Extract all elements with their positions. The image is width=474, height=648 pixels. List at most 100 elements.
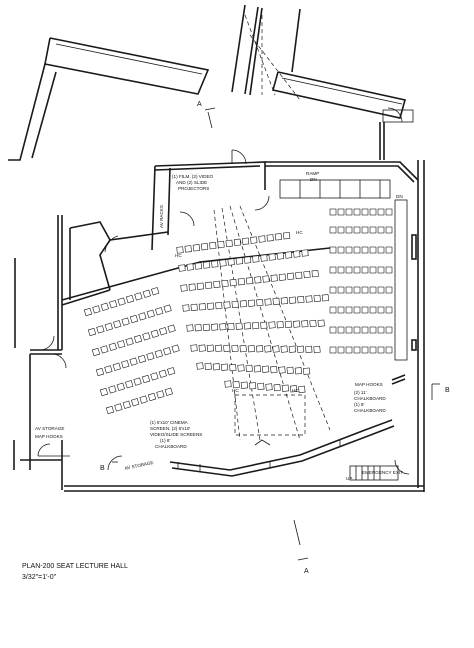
seat	[83, 307, 93, 317]
seat	[337, 208, 345, 216]
seat	[369, 266, 377, 274]
ramp-label: RAMP	[306, 171, 319, 176]
section-markers: A A B B	[100, 101, 450, 575]
seat	[353, 266, 361, 274]
hc-seat-label: HC	[292, 388, 299, 393]
seat	[353, 306, 361, 314]
seat	[281, 384, 290, 392]
seat	[265, 383, 273, 391]
seat	[116, 382, 125, 391]
seat	[247, 299, 256, 307]
seat	[219, 323, 227, 331]
seat	[206, 344, 215, 352]
seat	[268, 321, 276, 329]
seat	[142, 289, 151, 298]
seat	[273, 383, 281, 392]
building-walls	[8, 4, 425, 492]
seat	[163, 304, 172, 313]
seat	[117, 340, 126, 349]
seat	[276, 321, 284, 329]
seat	[262, 275, 270, 283]
seat	[100, 302, 109, 311]
seat	[150, 329, 159, 338]
seat	[131, 398, 140, 407]
screens-label-5: CHALKBOARD	[155, 444, 187, 449]
seat	[112, 362, 121, 371]
seat	[232, 380, 240, 389]
seat	[196, 282, 205, 290]
seat	[276, 252, 285, 260]
seat	[337, 326, 345, 334]
seat	[114, 403, 123, 412]
seat	[200, 243, 209, 251]
seat	[99, 387, 109, 397]
seat	[295, 271, 303, 280]
seat	[255, 345, 264, 353]
seat	[361, 326, 369, 334]
av-racks-label: AV RACKS	[159, 205, 164, 228]
seat	[293, 250, 301, 258]
seat	[337, 306, 345, 314]
seat	[361, 286, 369, 294]
seat	[231, 300, 239, 309]
up-label: UP	[346, 476, 352, 481]
seat	[369, 246, 377, 254]
seat	[337, 286, 345, 294]
seat	[321, 294, 330, 302]
map-hooks-left-label: MAP HOOKS	[35, 434, 63, 439]
seat	[337, 246, 345, 254]
seat	[146, 352, 155, 361]
seat	[243, 256, 252, 264]
seat	[167, 367, 176, 376]
projectors-label-3: PROJECTORS	[178, 186, 209, 191]
room-labels: (1) FILM, (2) VIDEO AND (2) SLIDE PROJEC…	[35, 171, 403, 481]
seat	[198, 303, 207, 311]
seat	[353, 226, 361, 234]
seat	[337, 226, 345, 234]
chalkboard-right-label-4: CHALKBOARD	[354, 408, 386, 413]
seat	[239, 300, 248, 308]
seat	[301, 320, 309, 328]
seat	[329, 306, 337, 314]
seat	[213, 280, 221, 289]
seat	[214, 344, 223, 352]
seat	[237, 278, 246, 286]
seat	[202, 323, 211, 332]
section-b-left-label: B	[100, 465, 105, 472]
seat	[215, 301, 223, 310]
seat	[266, 234, 274, 242]
section-b-right-label: B	[445, 387, 450, 394]
seat	[96, 325, 105, 334]
seat	[294, 367, 303, 375]
hc-seat-label: HC	[296, 230, 303, 235]
seat	[377, 246, 385, 254]
seat	[158, 369, 167, 378]
seat	[298, 385, 306, 394]
seat	[250, 236, 258, 244]
ramp-dn-label: DN	[310, 177, 317, 182]
seat	[385, 246, 393, 254]
seat	[138, 312, 147, 321]
seat	[317, 319, 325, 327]
screens-label-2: SCREEN, (2) 6'x10'	[150, 426, 190, 431]
seat	[329, 208, 337, 216]
hc-seat-label: HC	[175, 253, 182, 258]
seat	[377, 266, 385, 274]
seat	[235, 257, 244, 265]
seat	[104, 322, 113, 331]
seat	[171, 344, 180, 353]
seat	[109, 300, 118, 309]
seat	[353, 346, 361, 354]
av-storage-bottom-label: AV STORAGE	[124, 460, 154, 471]
seat	[385, 266, 393, 274]
seat	[284, 320, 293, 329]
seat	[133, 334, 143, 344]
seat	[245, 277, 254, 285]
seat	[385, 326, 393, 334]
seat	[270, 365, 278, 374]
seat	[146, 309, 155, 318]
seat	[91, 347, 101, 357]
seat	[248, 382, 257, 390]
seat	[186, 263, 194, 271]
